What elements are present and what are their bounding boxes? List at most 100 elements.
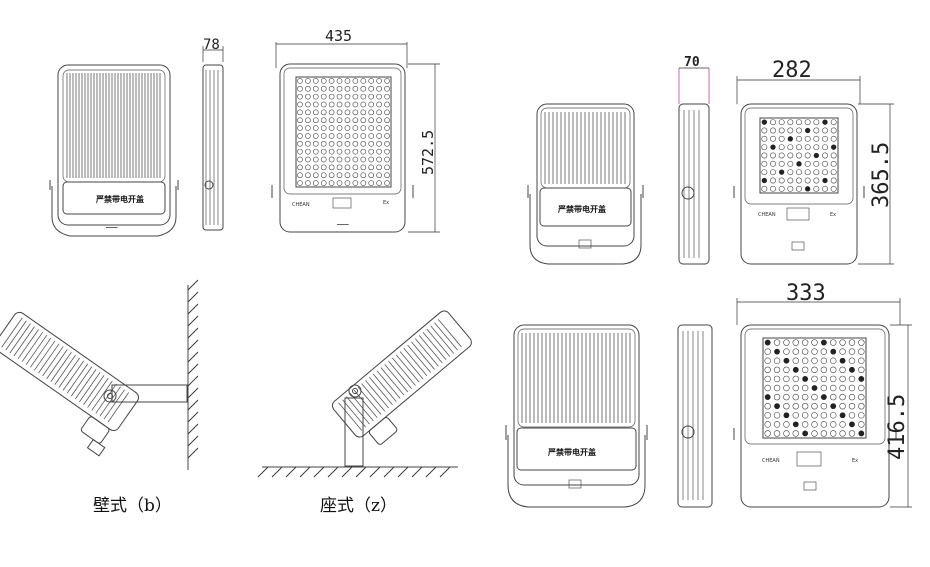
led-dot (352, 140, 359, 147)
svg-text:▔▔▔: ▔▔▔ (105, 227, 118, 234)
led-dot (783, 393, 790, 401)
led-dot (770, 119, 776, 126)
led-dot (783, 339, 790, 346)
led-dot (344, 140, 351, 147)
led-dot (770, 177, 776, 184)
led-dot (801, 366, 809, 374)
led-dot (773, 412, 781, 419)
dim-small-side-depth: 70 (684, 55, 700, 70)
ground-hatch (383, 466, 395, 478)
fin-line (99, 386, 121, 417)
fin-line (66, 363, 89, 394)
led-dot (804, 177, 811, 184)
led-dot (820, 348, 828, 355)
led-dot (761, 127, 768, 134)
fin-line (79, 372, 101, 403)
led-dot (384, 164, 390, 171)
led-dot (774, 348, 780, 355)
led-dot (761, 160, 768, 167)
led-dot (770, 135, 776, 142)
led-dot (778, 185, 785, 192)
led-dot (376, 117, 382, 124)
led-dot (778, 144, 785, 151)
led-dot (792, 366, 799, 373)
led-dot (344, 133, 351, 139)
fin-line (376, 370, 401, 399)
led-dot (368, 109, 375, 116)
fin-line (21, 331, 44, 362)
ground-hatch (271, 466, 283, 478)
led-dot (811, 430, 818, 437)
led-dot (328, 172, 335, 179)
led-dot (858, 430, 865, 437)
led-dot (376, 140, 382, 147)
led-dot (848, 412, 856, 419)
led-dot (328, 156, 335, 163)
led-dot (820, 402, 828, 410)
led-dot (839, 430, 846, 437)
ground-hatch (299, 466, 311, 478)
medium-front-view: 严禁带电开盖 (505, 324, 648, 508)
fin-line (422, 331, 447, 361)
led-dot (384, 148, 390, 155)
led-dot (830, 430, 837, 437)
led-dot (352, 148, 359, 155)
led-dot (811, 366, 818, 374)
svg-text:▔▔▔: ▔▔▔ (336, 224, 349, 231)
led-dot (764, 339, 771, 346)
led-dot (787, 144, 794, 151)
led-dot (778, 152, 785, 159)
fin-line (357, 386, 382, 415)
led-dot (820, 366, 828, 374)
led-dot (792, 348, 799, 355)
led-dot (376, 180, 382, 186)
led-dot (804, 152, 811, 159)
fin-line (392, 357, 416, 386)
led-dot (328, 148, 335, 155)
led-dot (792, 412, 799, 419)
fin-line (58, 357, 80, 388)
led-dot (312, 93, 319, 100)
wall-hatch (187, 435, 199, 447)
led-dot (344, 164, 351, 171)
seat-mount-view: 座式（z） (257, 310, 472, 516)
led-dot (384, 180, 390, 186)
led-dot (764, 421, 771, 428)
dim-medium-back-width: 333 (786, 281, 826, 306)
led-dot (796, 127, 802, 134)
led-dot (804, 135, 811, 142)
wall-hatch (187, 387, 199, 399)
led-dot (336, 109, 343, 116)
led-dot (761, 119, 767, 125)
led-dot (360, 78, 367, 84)
led-dot (783, 384, 790, 392)
ground-hatch (327, 466, 339, 478)
led-dot (774, 403, 780, 410)
led-dot (811, 412, 818, 419)
led-dot (796, 161, 802, 167)
fin-line (34, 340, 56, 371)
led-dot (830, 169, 837, 176)
led-dot (839, 421, 846, 428)
led-dot (320, 93, 327, 100)
led-dot (839, 339, 846, 346)
led-dot (830, 403, 837, 410)
led-dot (344, 109, 351, 116)
led-dot (813, 152, 819, 159)
led-dot (360, 180, 367, 186)
large-back-view: 435 CHEAN Ex ▔▔▔ 572.5 (271, 27, 440, 233)
fin-line (372, 373, 397, 402)
led-dot (761, 169, 768, 176)
led-dot (787, 160, 794, 167)
led-dot (858, 376, 865, 382)
led-dot (312, 140, 319, 147)
led-dot (811, 402, 818, 410)
led-dot (376, 125, 382, 131)
led-dot (376, 164, 382, 171)
fin-line (434, 322, 458, 351)
led-dot (858, 339, 865, 346)
led-dot (858, 402, 865, 410)
wall-hatch (187, 411, 199, 423)
led-dot (839, 375, 846, 383)
dim-large-front-width: 435 (325, 27, 352, 45)
